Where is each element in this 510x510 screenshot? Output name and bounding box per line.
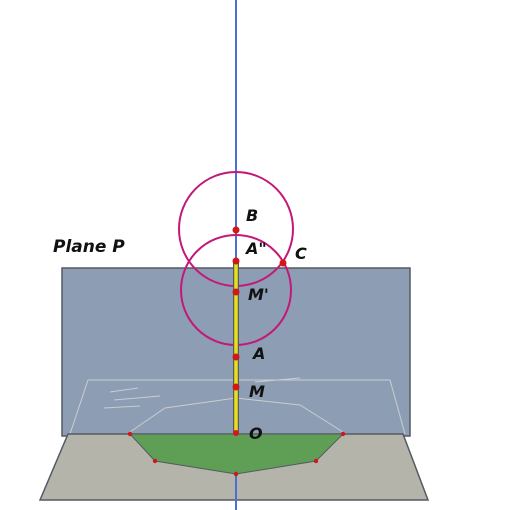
point-c xyxy=(279,259,287,267)
plane-p-label: Plane P xyxy=(53,237,125,257)
point-m-prime xyxy=(232,288,240,296)
point-a-double-prime xyxy=(232,257,240,265)
polygon-vertices xyxy=(127,431,346,477)
label-b: B xyxy=(246,206,258,225)
point-b xyxy=(232,226,240,234)
point-m xyxy=(232,383,240,391)
label-m: M xyxy=(249,382,265,401)
base-polygon xyxy=(128,433,345,475)
label-a-double-prime: A" xyxy=(244,239,267,258)
label-m-prime: M' xyxy=(248,285,269,304)
label-c: C xyxy=(295,244,307,263)
point-o xyxy=(233,430,239,436)
label-a: A xyxy=(251,344,265,363)
point-a xyxy=(232,353,240,361)
label-o: O xyxy=(249,424,263,443)
